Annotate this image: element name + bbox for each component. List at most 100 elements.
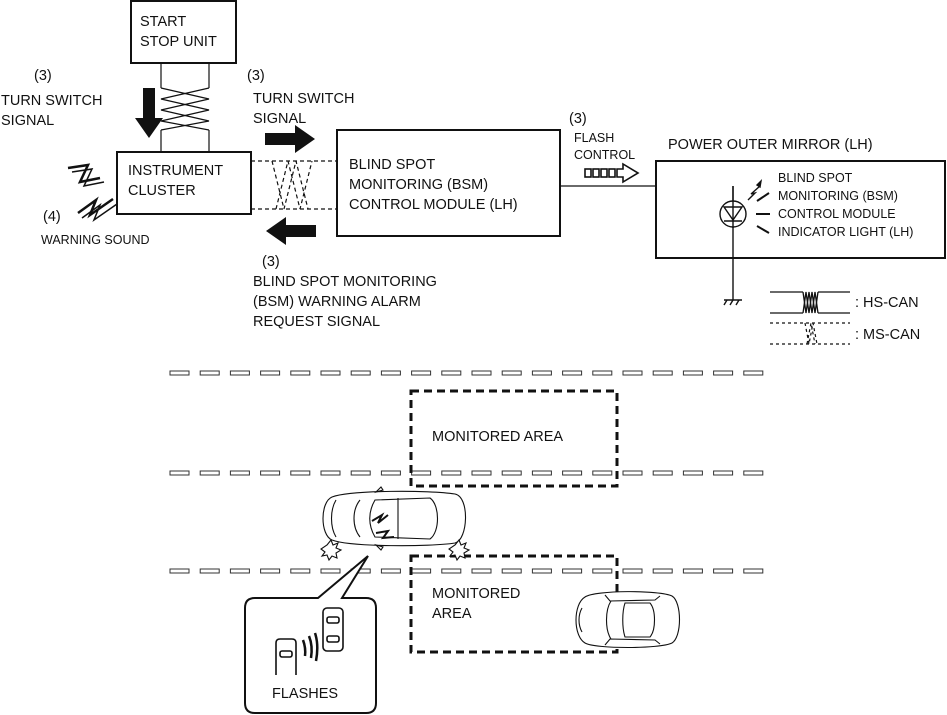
lane-dash — [199, 470, 220, 476]
alarm-request-label-1: BLIND SPOT MONITORING — [253, 274, 437, 290]
lane-dash — [260, 370, 281, 376]
lane-dash — [350, 470, 371, 476]
power-mirror-title: POWER OUTER MIRROR (LH) — [668, 137, 873, 153]
indicator-label-4: INDICATOR LIGHT (LH) — [778, 225, 914, 239]
lane-dash — [562, 370, 583, 376]
monitored-area-lower-label-1: MONITORED — [432, 586, 521, 602]
lane-dash — [169, 470, 190, 476]
bsm-module-label-2: MONITORING (BSM) — [349, 177, 489, 193]
callout-flashes-label: FLASHES — [272, 686, 339, 702]
lane-dash — [260, 568, 281, 574]
start-stop-unit-label-2: STOP UNIT — [140, 34, 217, 50]
lane-dash — [622, 370, 643, 376]
lane-dash — [622, 470, 643, 476]
ms-can-twisted-pair — [251, 160, 337, 210]
lane-dash — [229, 568, 250, 574]
monitored-area-upper — [409, 389, 619, 488]
approaching-vehicle — [575, 591, 681, 649]
bsm-module-label-1: BLIND SPOT — [349, 157, 436, 173]
lane-dash — [320, 370, 341, 376]
lane-dash — [713, 470, 734, 476]
lane-dash — [229, 470, 250, 476]
lane-dash — [411, 470, 432, 476]
legend-hs-can-line — [770, 291, 850, 314]
lane-dash — [441, 470, 462, 476]
turn-switch-right-label-1: TURN SWITCH — [253, 91, 355, 107]
callout-mirror-icon — [275, 607, 344, 675]
lane-dash — [169, 568, 190, 574]
lane-dash — [652, 370, 673, 376]
lane-dash — [622, 568, 643, 574]
lane-dash — [380, 568, 401, 574]
lane-dash — [411, 568, 432, 574]
lane-dash — [290, 370, 311, 376]
lane-dash — [471, 568, 492, 574]
monitored-area-upper-label: MONITORED AREA — [432, 429, 564, 445]
lane-dash — [682, 470, 703, 476]
lane-dash — [592, 370, 613, 376]
legend-ms-can-line — [770, 322, 850, 345]
lane-dash — [501, 370, 522, 376]
alarm-request-label-2: (BSM) WARNING ALARM — [253, 294, 421, 310]
start-stop-unit-label-1: START — [140, 14, 187, 30]
start-stop-unit-box — [130, 0, 237, 64]
monitored-area-lower-label-2: AREA — [432, 606, 472, 622]
lane-dash — [441, 568, 462, 574]
lane-dash — [169, 370, 190, 376]
lane-dash — [411, 370, 432, 376]
lane-dash — [290, 568, 311, 574]
lane-dash — [501, 470, 522, 476]
instrument-cluster-label-2: CLUSTER — [128, 183, 196, 199]
alarm-request-label-3: REQUEST SIGNAL — [253, 314, 381, 330]
turn-switch-right-label-2: SIGNAL — [253, 111, 307, 127]
lane-dash — [592, 568, 613, 574]
turn-switch-left-label-1: TURN SWITCH — [1, 93, 103, 109]
lane-dash — [743, 370, 764, 376]
lane-dash — [441, 370, 462, 376]
indicator-label-2: MONITORING (BSM) — [778, 189, 898, 203]
lane-dash — [199, 568, 220, 574]
lane-dash — [562, 470, 583, 476]
bsm-module-label-3: CONTROL MODULE (LH) — [349, 197, 518, 213]
lane-dash — [471, 370, 492, 376]
lane-dash — [290, 470, 311, 476]
warning-sound-label: WARNING SOUND — [41, 233, 150, 247]
lane-dash — [471, 470, 492, 476]
legend-hs-can-label: : HS-CAN — [855, 295, 919, 311]
lane-dash — [713, 568, 734, 574]
flash-control-label-1: FLASH — [574, 131, 615, 145]
power-outer-mirror-box — [655, 160, 946, 259]
indicator-label-1: BLIND SPOT — [778, 171, 853, 185]
lane-dash — [531, 470, 552, 476]
arrow-down-icon — [135, 88, 163, 138]
arrow-left-icon — [266, 217, 316, 245]
lane-dash — [743, 568, 764, 574]
lane-dash — [350, 370, 371, 376]
lane-dash — [380, 370, 401, 376]
lane-dash — [531, 568, 552, 574]
lane-dash — [682, 370, 703, 376]
turn-switch-left-num: (3) — [34, 68, 52, 84]
ground-icon — [723, 299, 742, 306]
callout-bubble — [244, 555, 377, 714]
lane-dash — [682, 568, 703, 574]
lane-dash — [652, 470, 673, 476]
bsm-control-module-box — [336, 129, 561, 237]
warning-sound-icon — [67, 163, 118, 223]
lane-dash — [501, 568, 522, 574]
instrument-cluster-label-1: INSTRUMENT — [128, 163, 224, 179]
host-vehicle — [320, 486, 471, 562]
turn-switch-left-label-2: SIGNAL — [1, 113, 55, 129]
warning-sound-num: (4) — [43, 209, 61, 225]
flash-control-label-2: CONTROL — [574, 148, 636, 162]
led-indicator-icon — [719, 178, 770, 300]
legend-ms-can-label: : MS-CAN — [855, 327, 921, 343]
lane-dash — [713, 370, 734, 376]
flash-control-num: (3) — [569, 111, 587, 127]
lane-markings — [169, 370, 764, 574]
alarm-request-num: (3) — [262, 254, 280, 270]
arrow-right-icon — [265, 125, 315, 153]
lane-dash — [199, 370, 220, 376]
lane-dash — [320, 470, 341, 476]
